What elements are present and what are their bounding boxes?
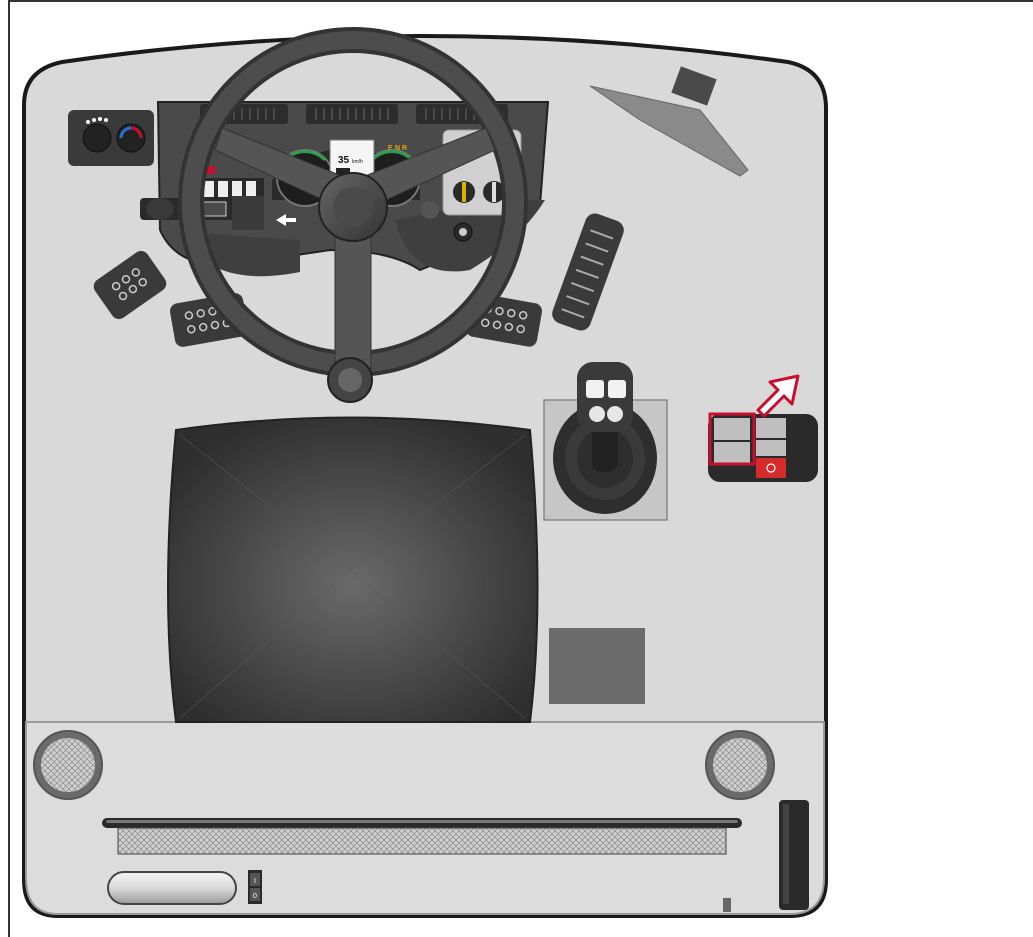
gear-indicator-n: N bbox=[395, 145, 400, 152]
rear-storage-net bbox=[118, 828, 726, 854]
rocker-switch-upper-left[interactable] bbox=[714, 418, 750, 440]
joystick-button-1[interactable] bbox=[586, 380, 604, 398]
floor-storage-box bbox=[549, 628, 645, 704]
rocker-switch-middle-right[interactable] bbox=[756, 440, 786, 456]
side-switch-console bbox=[708, 414, 818, 482]
joystick-button-2[interactable] bbox=[608, 380, 626, 398]
rear-toggle-switch[interactable]: I 0 bbox=[248, 870, 262, 904]
gear-indicator-f: F bbox=[388, 145, 393, 152]
gear-indicator-r: R bbox=[402, 145, 407, 152]
rocker-switch-lower-left[interactable] bbox=[714, 442, 750, 464]
rocker-switch-upper-right[interactable] bbox=[756, 418, 786, 438]
rear-connector bbox=[723, 898, 731, 912]
fan-speed-knob[interactable] bbox=[83, 124, 111, 152]
document-tube bbox=[108, 872, 236, 904]
speed-unit: km/h bbox=[352, 159, 363, 165]
operator-seat bbox=[168, 418, 538, 723]
switch-off-label: 0 bbox=[253, 893, 257, 900]
dash-knob[interactable] bbox=[421, 201, 439, 219]
dashboard-air-vents bbox=[200, 104, 508, 124]
speed-readout: 35 bbox=[338, 155, 350, 166]
climate-control-panel bbox=[68, 110, 154, 166]
power-button[interactable] bbox=[756, 458, 786, 478]
joystick-button-3[interactable] bbox=[589, 406, 605, 422]
switch-on-label: I bbox=[254, 878, 256, 885]
joystick-button-4[interactable] bbox=[607, 406, 623, 422]
